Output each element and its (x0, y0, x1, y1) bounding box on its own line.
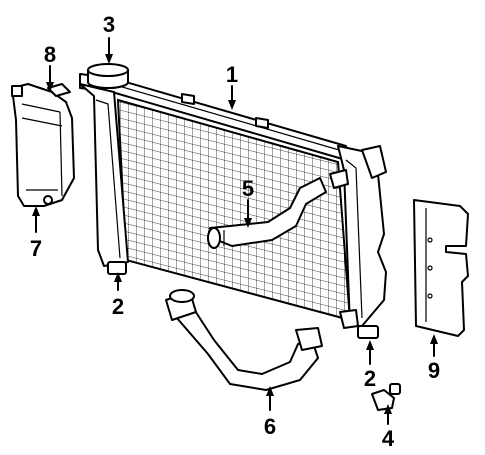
callout-6: 6 (264, 414, 276, 439)
radiator-assembly (79, 73, 387, 329)
callout-7: 7 (30, 236, 42, 261)
callout-3: 3 (103, 12, 115, 37)
lower-outlet-fitting (339, 309, 359, 329)
lower-mount-bushing-right (357, 325, 379, 339)
coolant-reservoir (11, 83, 75, 207)
leader-lines (32, 37, 438, 425)
callout-5: 5 (242, 176, 254, 201)
lower-radiator-hose (165, 289, 323, 391)
callout-2-left: 2 (112, 294, 124, 319)
radiator-mount-ear (361, 145, 387, 179)
callout-8: 8 (44, 42, 56, 67)
callout-1: 1 (226, 62, 238, 87)
lower-mount-bushing-left (107, 261, 127, 275)
radiator-side-shield (413, 199, 469, 337)
upper-inlet-fitting (329, 169, 349, 189)
upper-radiator-hose (207, 177, 327, 249)
reservoir-cap (11, 85, 23, 97)
reservoir-hose-nipple (47, 83, 71, 97)
callout-4: 4 (382, 426, 395, 451)
callout-9: 9 (428, 358, 440, 383)
reservoir-drain (43, 195, 53, 205)
radiator-cap (87, 63, 129, 89)
callout-2-right: 2 (364, 366, 376, 391)
top-bracket-left (181, 93, 195, 105)
mounting-bolt (371, 383, 401, 411)
top-bracket-right (255, 117, 269, 129)
